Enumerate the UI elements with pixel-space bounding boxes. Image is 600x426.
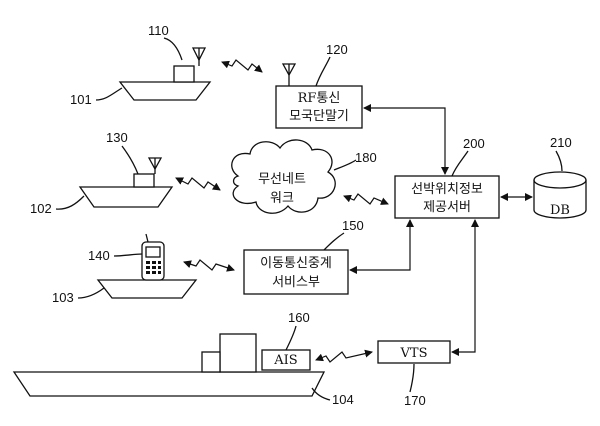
leader-101 bbox=[96, 88, 122, 100]
ref-104: 104 bbox=[332, 392, 354, 407]
ref-170: 170 bbox=[404, 393, 426, 408]
ref-200: 200 bbox=[463, 136, 485, 151]
ais-label: AIS bbox=[273, 353, 297, 368]
network-line2: 워크 bbox=[270, 191, 294, 206]
db-label: DB bbox=[550, 203, 570, 218]
terminal-130 bbox=[134, 174, 154, 187]
ship-101 bbox=[120, 48, 210, 100]
mobile-relay-line1: 이동통신중계 bbox=[260, 256, 332, 271]
leader-210 bbox=[556, 151, 562, 171]
leader-130 bbox=[122, 146, 138, 174]
wireless-link-rf bbox=[222, 60, 262, 72]
antenna-icon bbox=[193, 48, 205, 66]
antenna-icon bbox=[149, 158, 161, 174]
ref-140: 140 bbox=[88, 248, 110, 263]
mobile-relay-line2: 서비스부 bbox=[272, 275, 320, 290]
ship-102 bbox=[80, 158, 172, 207]
leader-140 bbox=[114, 254, 142, 256]
leader-150 bbox=[324, 233, 344, 250]
network-line1: 무선네트 bbox=[258, 172, 306, 187]
leader-102 bbox=[56, 196, 84, 209]
wireless-link-network bbox=[176, 178, 220, 190]
ref-180: 180 bbox=[355, 150, 377, 165]
ref-102: 102 bbox=[30, 201, 52, 216]
rf-station-line1: RF통신 bbox=[298, 91, 341, 106]
leader-180 bbox=[334, 160, 356, 170]
leader-120 bbox=[316, 57, 330, 86]
ref-210: 210 bbox=[550, 135, 572, 150]
ship-103 bbox=[98, 280, 196, 298]
antenna-icon bbox=[283, 64, 295, 86]
rf-station-line2: 모국단말기 bbox=[289, 109, 349, 124]
ref-101: 101 bbox=[70, 92, 92, 107]
leader-110 bbox=[164, 38, 182, 60]
network-server-link bbox=[344, 194, 388, 204]
server-line1: 선박위치정보 bbox=[411, 182, 483, 197]
leader-103 bbox=[78, 288, 104, 298]
rf-terminal-110 bbox=[174, 66, 194, 82]
mobile-link bbox=[184, 260, 234, 270]
ref-120: 120 bbox=[326, 42, 348, 57]
ref-130: 130 bbox=[106, 130, 128, 145]
vts-label: VTS bbox=[400, 346, 428, 361]
ref-160: 160 bbox=[288, 310, 310, 325]
leader-200 bbox=[452, 151, 468, 176]
ref-150: 150 bbox=[342, 218, 364, 233]
leader-170 bbox=[410, 364, 414, 392]
vts-server-link bbox=[452, 220, 475, 352]
ref-103: 103 bbox=[52, 290, 74, 305]
ais-vts-link bbox=[316, 352, 372, 362]
mobile-phone-icon bbox=[142, 234, 164, 280]
leader-160 bbox=[286, 326, 296, 350]
ref-110: 110 bbox=[148, 23, 169, 38]
server-line2: 제공서버 bbox=[423, 200, 471, 215]
